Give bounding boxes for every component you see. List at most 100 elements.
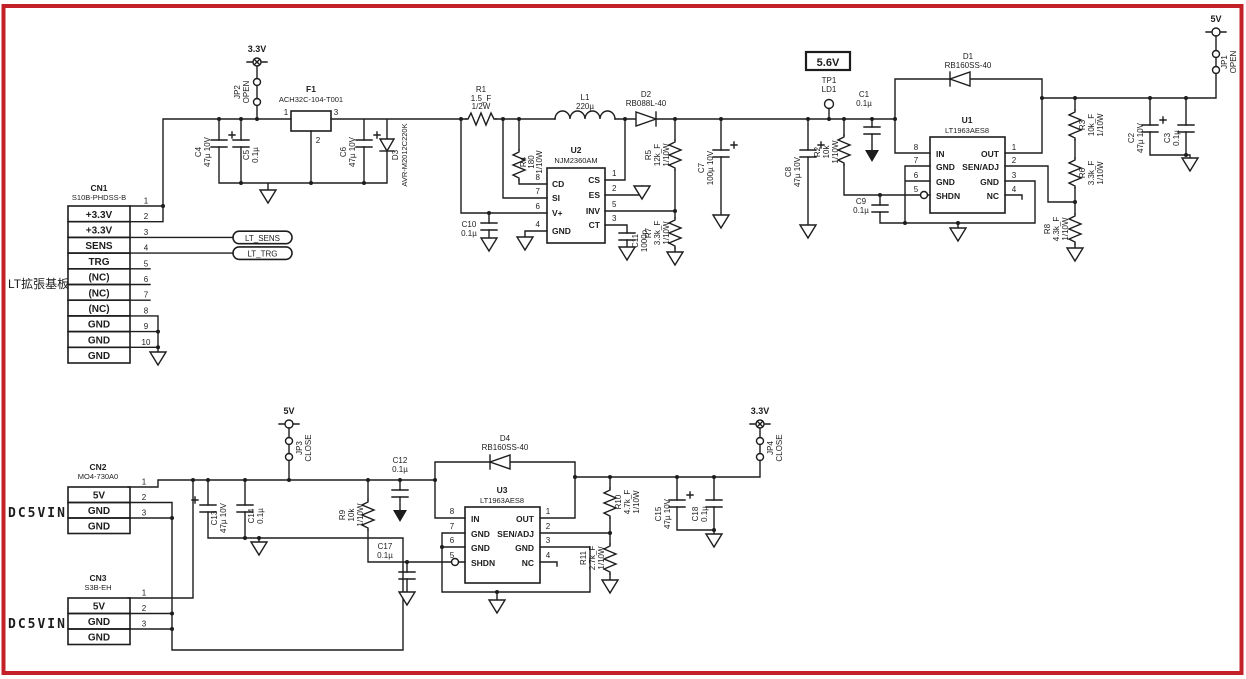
u2-pin-name: CT <box>589 220 601 230</box>
c5-ref: C5 <box>242 149 251 160</box>
d4-part: RB160SS-40 <box>482 443 529 452</box>
u3-pin-name: OUT <box>516 514 535 524</box>
c14-ref: C14 <box>247 508 256 523</box>
r8-value: 4.3k_F <box>1052 217 1061 242</box>
u3-pin-name: NC <box>522 558 534 568</box>
net-5v-label: 5V <box>283 406 294 416</box>
d4-diode: D4 RB160SS-40 <box>482 434 529 470</box>
u3-pin-number: 8 <box>450 507 455 516</box>
l1-ref: L1 <box>581 93 590 102</box>
r6-ref: R6 <box>1078 167 1087 178</box>
u1-pin-name: GND <box>936 162 955 172</box>
d1-part: RB160SS-40 <box>945 61 992 70</box>
c13-ref: C13 <box>210 510 219 525</box>
r9-ref: R9 <box>338 509 347 520</box>
ground-icon <box>633 185 651 200</box>
r11-resistor: R11 2.7k_F 1/10W <box>579 543 619 594</box>
r1-watt: 1/2W <box>472 102 491 111</box>
d1-ref: D1 <box>963 52 974 61</box>
c5-value: 0.1µ <box>251 147 260 163</box>
r9-value: 10k <box>347 508 356 522</box>
r3-watt: 1/10W <box>1096 113 1105 137</box>
f1-pin-number: 3 <box>334 108 339 117</box>
u2-pin-name: INV <box>586 206 601 216</box>
c4-capacitor: C4 47µ 10V <box>194 132 235 167</box>
cn3-ref: CN3 <box>89 573 106 583</box>
cn1-pin-number: 6 <box>144 275 149 284</box>
u2-pin-name: CS <box>588 175 600 185</box>
c14-capacitor: C14 0.1µ <box>236 504 268 556</box>
c9-ref: C9 <box>856 197 867 206</box>
r3-ref: R3 <box>1078 119 1087 130</box>
jp1-state: OPEN <box>1229 50 1238 73</box>
r1-value: 1.5_F <box>471 94 492 103</box>
cn1-pin-label: (NC) <box>88 273 109 284</box>
u1-pin-name: OUT <box>981 149 1000 159</box>
cn3-connector: CN3 S3B-EH 5V GND GND 1 2 3 <box>67 573 147 646</box>
l1-inductor: L1 220µ <box>554 93 616 120</box>
c17-value: 0.1µ <box>377 551 393 560</box>
ground-icon <box>1066 247 1084 262</box>
r5-watt: 1/10W <box>662 143 671 167</box>
cn2-part: MO4-730A0 <box>78 472 118 481</box>
u2-pin-number: 5 <box>612 200 617 209</box>
d1-diode: D1 RB160SS-40 <box>945 52 992 87</box>
r3-resistor: R3 10k_F 1/10W <box>1068 109 1105 141</box>
lt-trg-text: LT_TRG <box>247 250 277 259</box>
r7-value: 3.3k_F <box>653 221 662 246</box>
cn3-pin-number: 1 <box>142 589 147 598</box>
jp4-jumper: 3.3V JP4 CLOSE <box>750 406 784 462</box>
u3-pin-number: 5 <box>450 551 455 560</box>
page-border <box>1 4 1244 675</box>
power-flag-icon <box>247 58 267 66</box>
cn1-pin-label: SENS <box>85 241 113 252</box>
c5-capacitor: C5 0.1µ <box>232 139 260 163</box>
u2-ic: U2 NJM2360AM CD SI V+ GND CS ES INV CT 8… <box>516 145 651 251</box>
cn1-pin-label: GND <box>88 351 110 362</box>
r1-ref: R1 <box>476 85 487 94</box>
cn2-pin-label: GND <box>88 521 110 532</box>
c7-value: 100µ 10V <box>706 150 715 185</box>
r3-value: 10k_F <box>1087 114 1096 136</box>
u1-pin-name: IN <box>936 149 945 159</box>
cn1-pin-label: (NC) <box>88 288 109 299</box>
c10-capacitor: C10 0.1µ <box>461 220 498 252</box>
r4-resistor: R4 180 1/10W <box>512 149 544 181</box>
c3-ref: C3 <box>1163 132 1172 143</box>
u2-pin-number: 4 <box>536 220 541 229</box>
u3-pin-number: 1 <box>546 507 551 516</box>
r5-resistor: R5 12k_F 1/10W <box>644 139 682 171</box>
ground-icon <box>516 236 534 251</box>
c9-value: 0.1µ <box>853 206 869 215</box>
cn1-connector: CN1 S10B-PHDSS-B +3.3V +3.3V SENS TRG (N… <box>67 183 167 366</box>
u3-ref: U3 <box>497 485 508 495</box>
c10-value: 0.1µ <box>461 229 477 238</box>
cn1-pin-number: 1 <box>144 197 149 206</box>
r2-value: 10k <box>822 145 831 159</box>
u3-ic: U3 LT1963AES8 IN GND GND SHDN OUT SEN/AD… <box>450 485 551 614</box>
cn2-pin-label: GND <box>88 506 110 517</box>
cn1-pin-label: (NC) <box>88 304 109 315</box>
ground-icon <box>488 599 506 614</box>
r2-resistor: R2 10k 1/10W <box>813 134 851 166</box>
c11-capacitor: C11 1000p <box>618 229 649 261</box>
r6-value: 3.3k_F <box>1087 161 1096 186</box>
u2-pin-name: SI <box>552 193 560 203</box>
u3-pin-number: 4 <box>546 551 551 560</box>
ground-icon <box>712 214 730 229</box>
c9-capacitor: C9 0.1µ <box>853 197 889 215</box>
cn3-pin-number: 3 <box>142 620 147 629</box>
cn1-pin-number: 8 <box>144 306 149 315</box>
ground-icon <box>149 351 167 366</box>
tp1-name: LD1 <box>822 85 837 94</box>
power-flag-icon <box>278 419 300 429</box>
r10-resistor: R10 4.7k_F 1/10W <box>603 487 641 519</box>
r7-watt: 1/10W <box>662 221 671 245</box>
net-3v3-label: 3.3V <box>248 44 267 54</box>
u1-pin-number: 1 <box>1012 143 1017 152</box>
u1-pin-number: 8 <box>914 143 919 152</box>
u1-pin-name: SHDN <box>936 191 960 201</box>
c7-ref: C7 <box>697 162 706 173</box>
net-label-lt-sens: LT_SENS <box>232 230 293 245</box>
